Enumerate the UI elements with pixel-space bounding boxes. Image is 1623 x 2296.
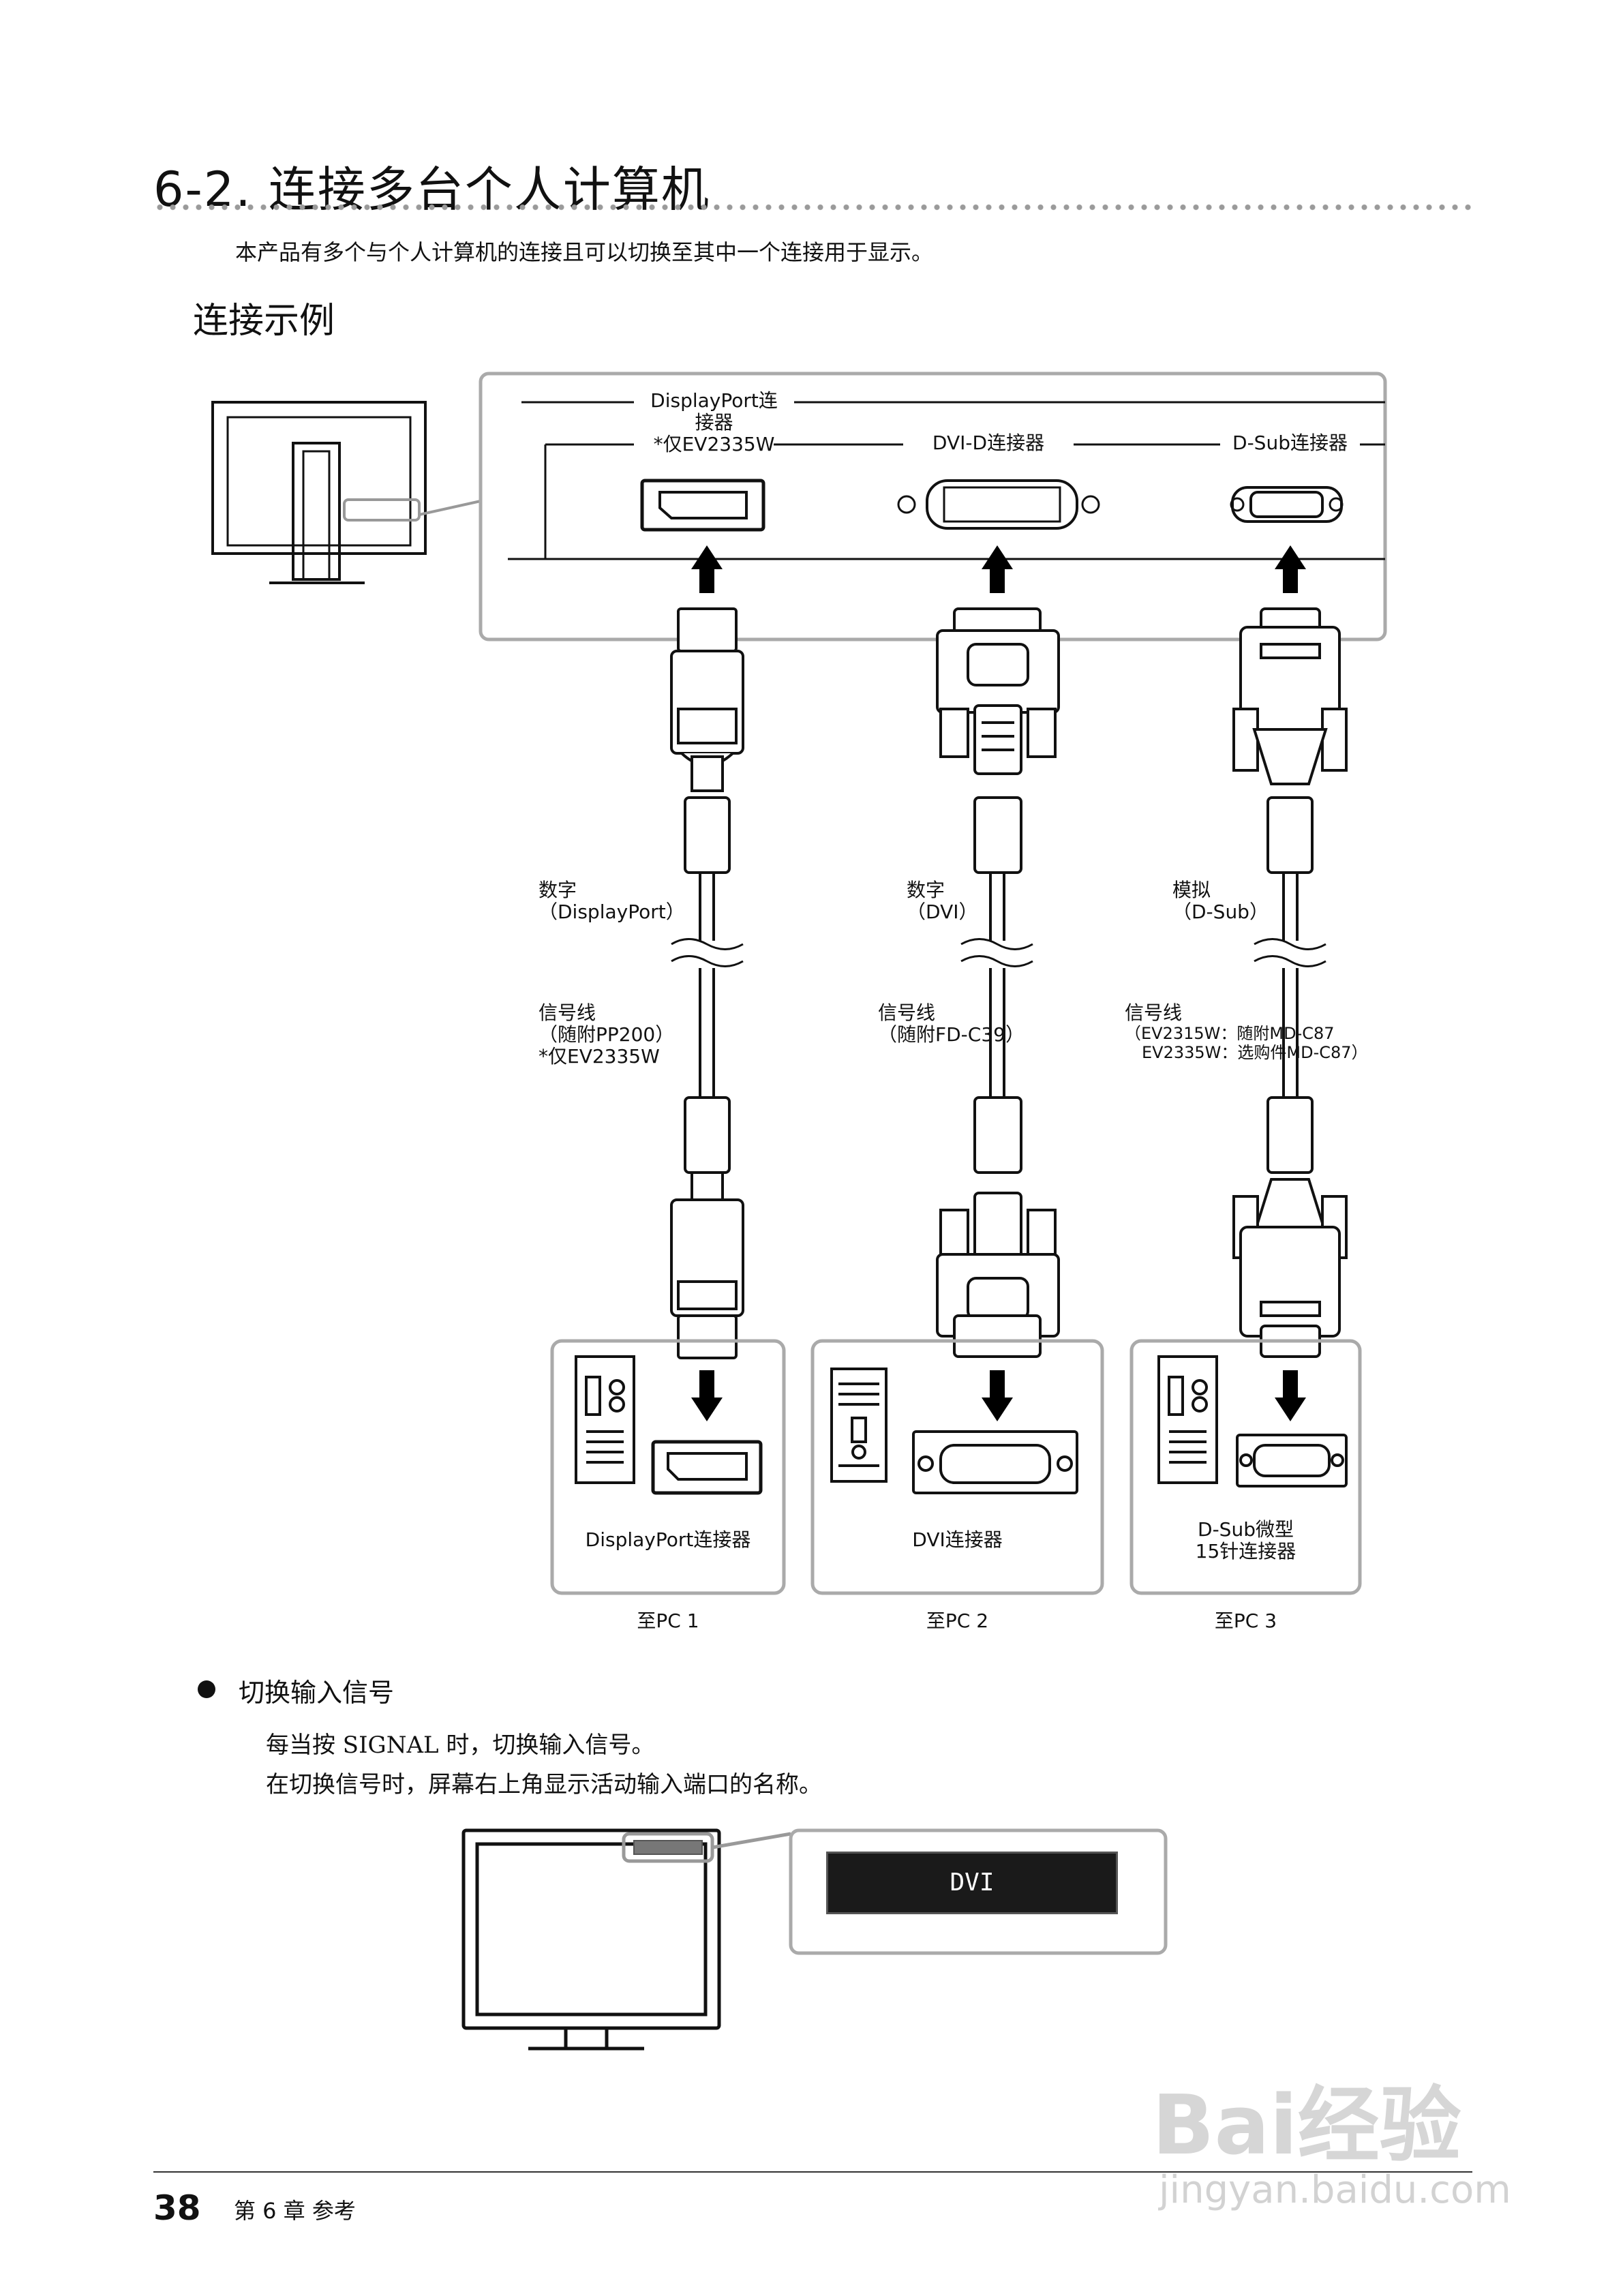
dp-signal-type: 数字 （DisplayPort） <box>539 879 685 923</box>
pc3-label: 至PC 3 <box>1214 1610 1277 1632</box>
footer-rule <box>153 2171 1472 2173</box>
switching-heading: 切换输入信号 <box>239 1678 395 1708</box>
dsub-cable-label: 信号线 （EV2315W：随附MD-C87 EV2335W：选购件MD-C87） <box>1125 1001 1368 1063</box>
chapter-label: 第 6 章 参考 <box>234 2198 356 2224</box>
pc1-connector-label: DisplayPort连接器 <box>585 1528 751 1551</box>
pc1-box <box>550 1339 786 1595</box>
switching-line-1: 每当按 SIGNAL 时，切换输入信号。 <box>266 1732 655 1759</box>
monitor-front-icon <box>461 1828 721 2030</box>
pc1-label: 至PC 1 <box>637 1610 699 1632</box>
switching-line-2: 在切换信号时，屏幕右上角显示活动输入端口的名称。 <box>266 1771 822 1798</box>
baidu-watermark-logo: Bai经验 <box>1152 2079 1461 2173</box>
osd-input-indicator: DVI <box>826 1852 1118 1914</box>
dvi-cable-drawing <box>936 607 1060 1358</box>
section-subtitle: 连接示例 <box>193 301 335 342</box>
dsub-port-label: D-Sub连接器 <box>1232 432 1348 454</box>
pc2-box <box>810 1339 1104 1595</box>
title-dotted-rule <box>153 203 1472 211</box>
arrow-up-dvi <box>982 545 1013 593</box>
dvi-signal-type: 数字 （DVI） <box>907 879 978 923</box>
pc3-connector-label: D-Sub微型 15针连接器 <box>1195 1518 1296 1562</box>
baidu-watermark-url: jingyan.baidu.com <box>1159 2168 1511 2212</box>
dp-port-label: DisplayPort连 接器 *仅EV2335W <box>650 389 778 455</box>
arrow-down-dsub <box>1275 1370 1306 1421</box>
dsub-cable-drawing <box>1232 607 1348 1358</box>
page-number: 38 <box>153 2188 201 2228</box>
monitor-rear-icon <box>211 401 481 584</box>
dvi-port-label: DVI-D连接器 <box>932 432 1045 454</box>
bullet-icon <box>198 1680 215 1698</box>
dsub-signal-type: 模拟 （D-Sub） <box>1172 879 1269 923</box>
arrow-up-dp <box>691 545 723 593</box>
arrow-down-dvi <box>982 1370 1013 1421</box>
arrow-down-dp <box>691 1370 723 1421</box>
arrow-up-dsub <box>1275 545 1306 593</box>
intro-text: 本产品有多个与个人计算机的连接且可以切换至其中一个连接用于显示。 <box>235 239 934 265</box>
dvi-cable-label: 信号线 （随附FD-C39） <box>878 1001 1025 1046</box>
dp-cable-label: 信号线 （随附PP200） *仅EV2335W <box>539 1001 675 1068</box>
port-panel <box>479 372 1387 641</box>
pc3-box <box>1129 1339 1362 1595</box>
pc2-label: 至PC 2 <box>926 1610 989 1632</box>
pc2-connector-label: DVI连接器 <box>912 1528 1003 1551</box>
dp-cable-drawing <box>670 607 744 1359</box>
